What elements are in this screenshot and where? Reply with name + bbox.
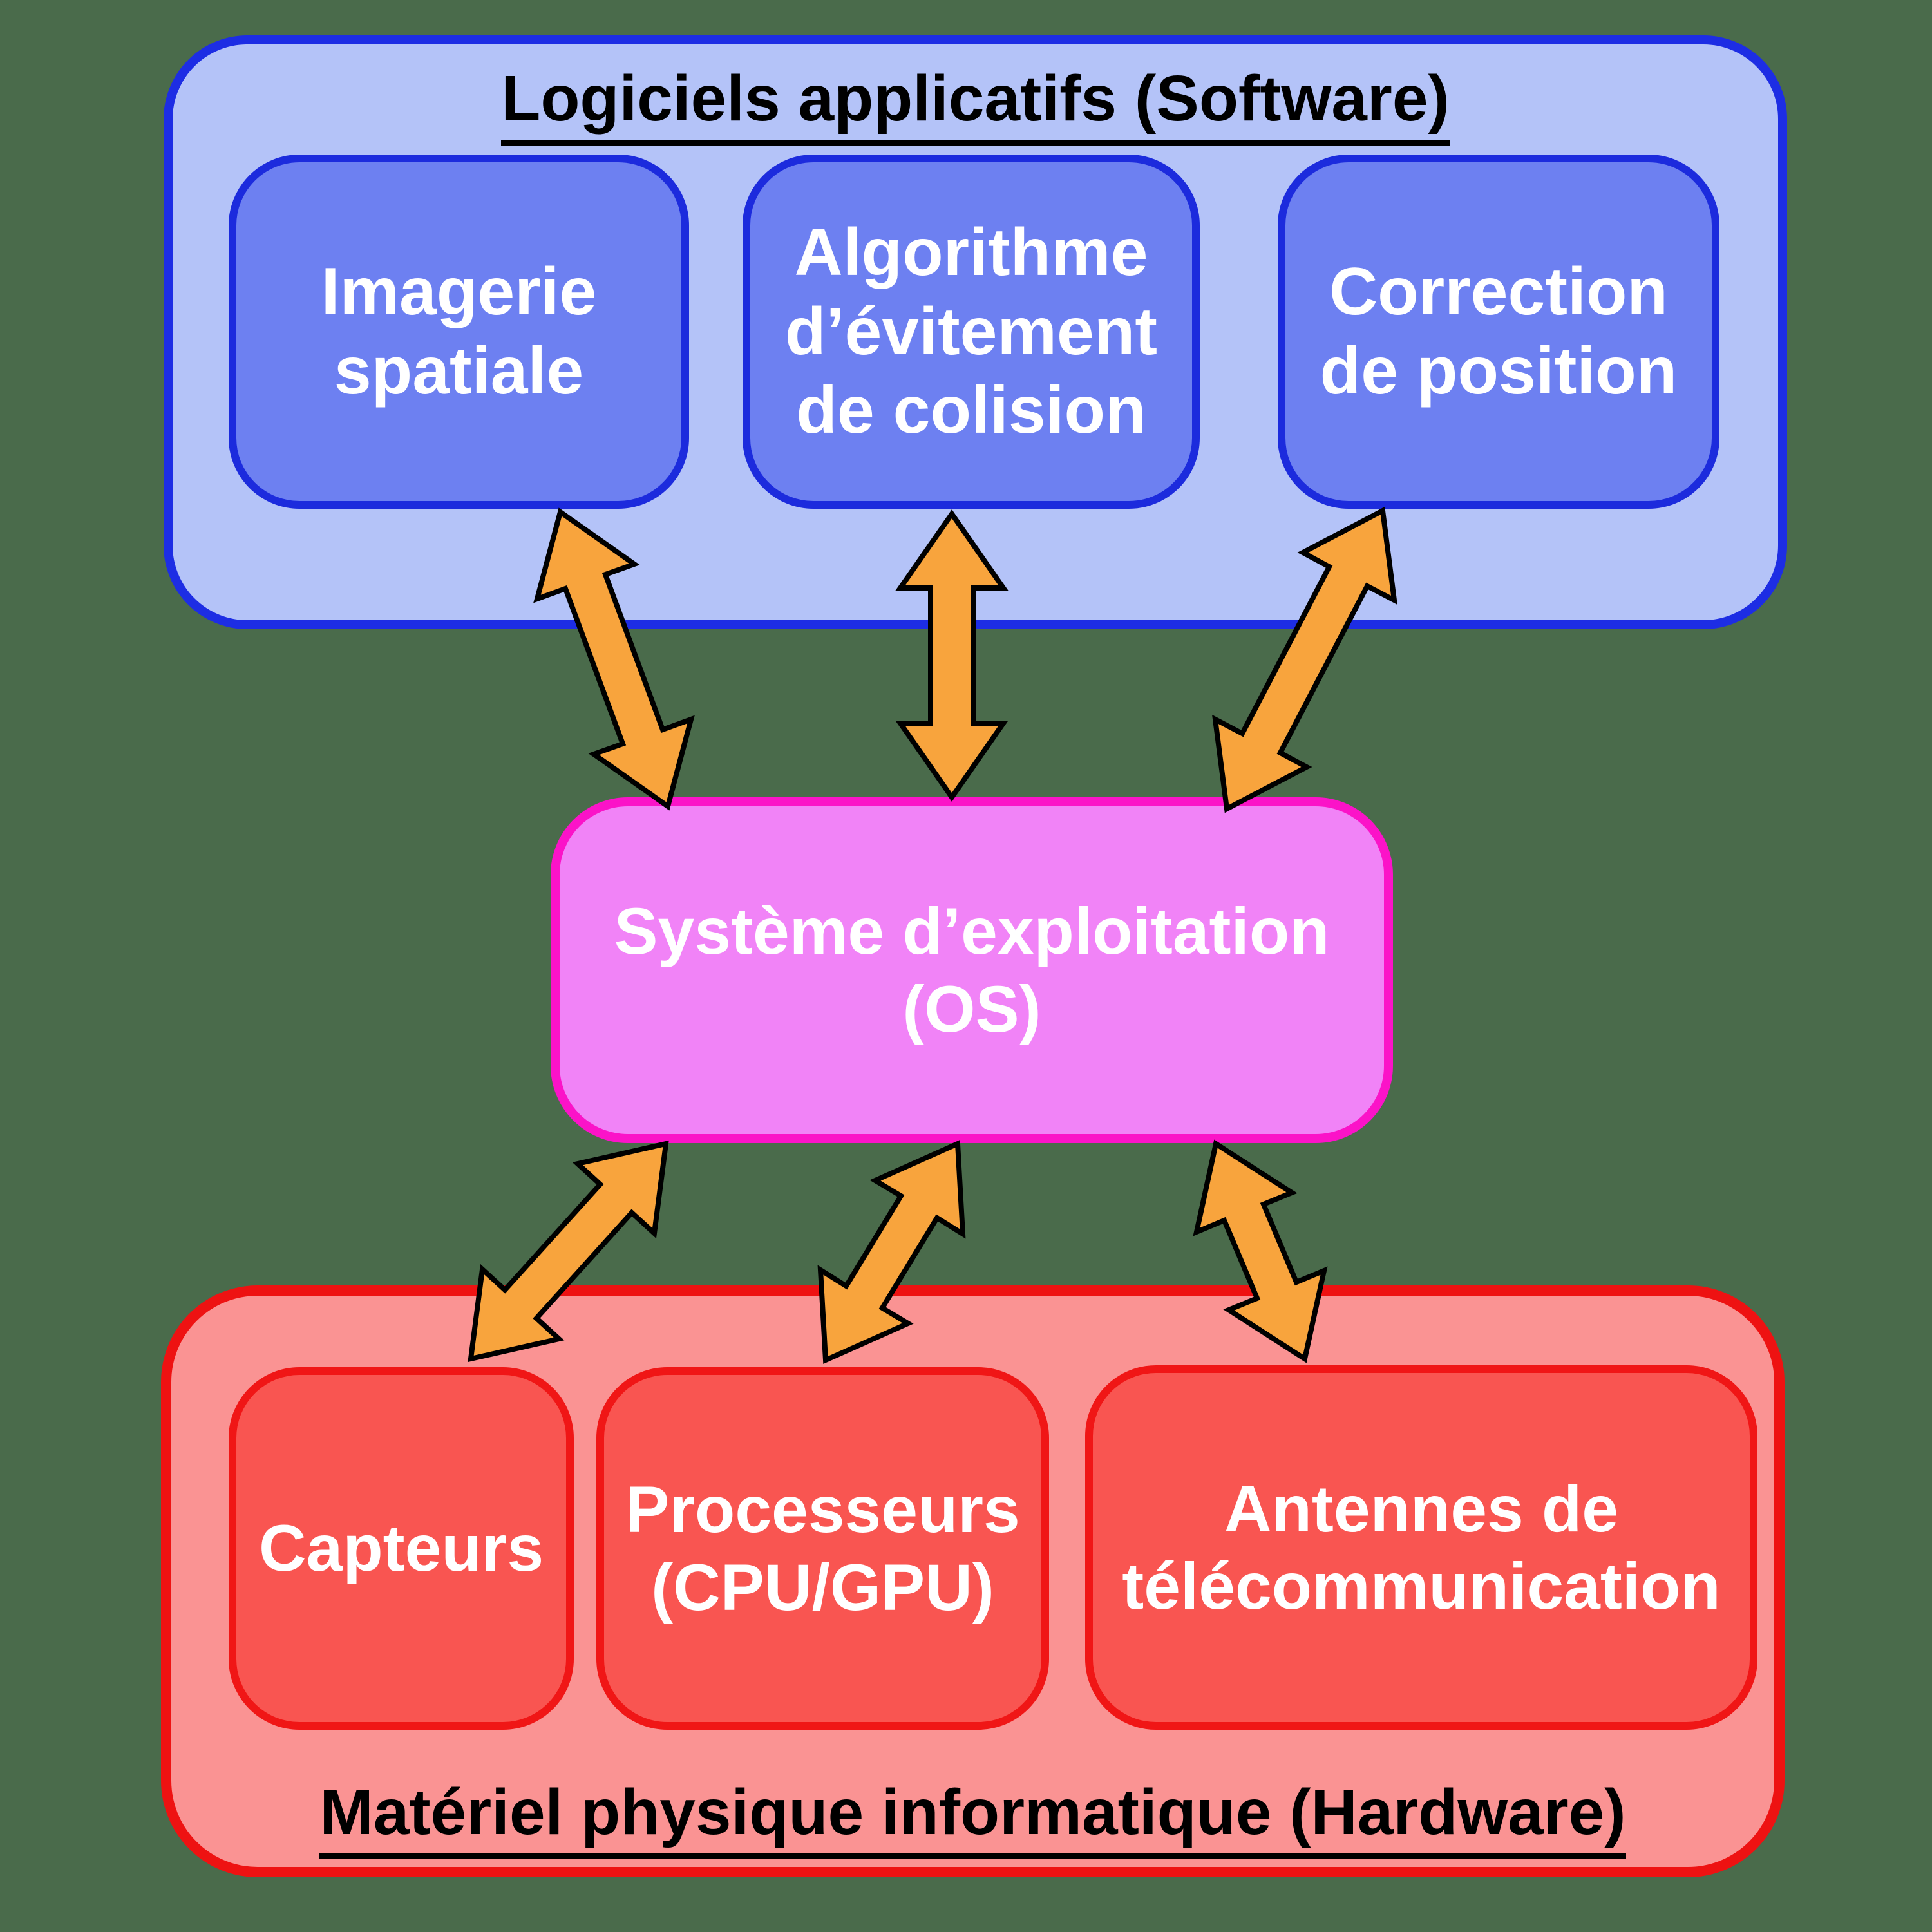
hw-box-capteurs: Capteurs [229, 1367, 574, 1730]
hw-box-processeurs-label: Processeurs (CPU/GPU) [625, 1473, 1020, 1624]
software-layer-container: Logiciels applicatifs (Software) Imageri… [164, 35, 1787, 629]
app-box-correction-position-label: Correction de position [1320, 254, 1678, 408]
app-box-imagerie-spatiale: Imagerie spatiale [229, 155, 689, 509]
hw-box-processeurs: Processeurs (CPU/GPU) [596, 1367, 1049, 1730]
software-layer-title-text: Logiciels applicatifs (Software) [501, 66, 1450, 146]
app-box-imagerie-spatiale-label: Imagerie spatiale [321, 254, 597, 408]
app-box-correction-position: Correction de position [1278, 155, 1719, 509]
app-box-algorithme-evitement: Algorithme d’évitement de colision [743, 155, 1200, 509]
hardware-layer-container: Capteurs Processeurs (CPU/GPU) Antennes … [161, 1285, 1785, 1877]
hw-box-antennes: Antennes de télécommunication [1085, 1365, 1757, 1730]
hw-box-capteurs-label: Capteurs [258, 1511, 544, 1586]
hw-box-antennes-label: Antennes de télécommunication [1122, 1472, 1721, 1623]
hardware-layer-title-text: Matériel physique informatique (Hardware… [319, 1780, 1626, 1859]
software-layer-title: Logiciels applicatifs (Software) [173, 66, 1778, 146]
os-box: Système d’exploitation (OS) [551, 797, 1393, 1143]
app-box-algorithme-evitement-label: Algorithme d’évitement de colision [785, 214, 1157, 448]
os-box-label: Système d’exploitation (OS) [614, 895, 1330, 1046]
hardware-layer-title: Matériel physique informatique (Hardware… [171, 1780, 1774, 1859]
